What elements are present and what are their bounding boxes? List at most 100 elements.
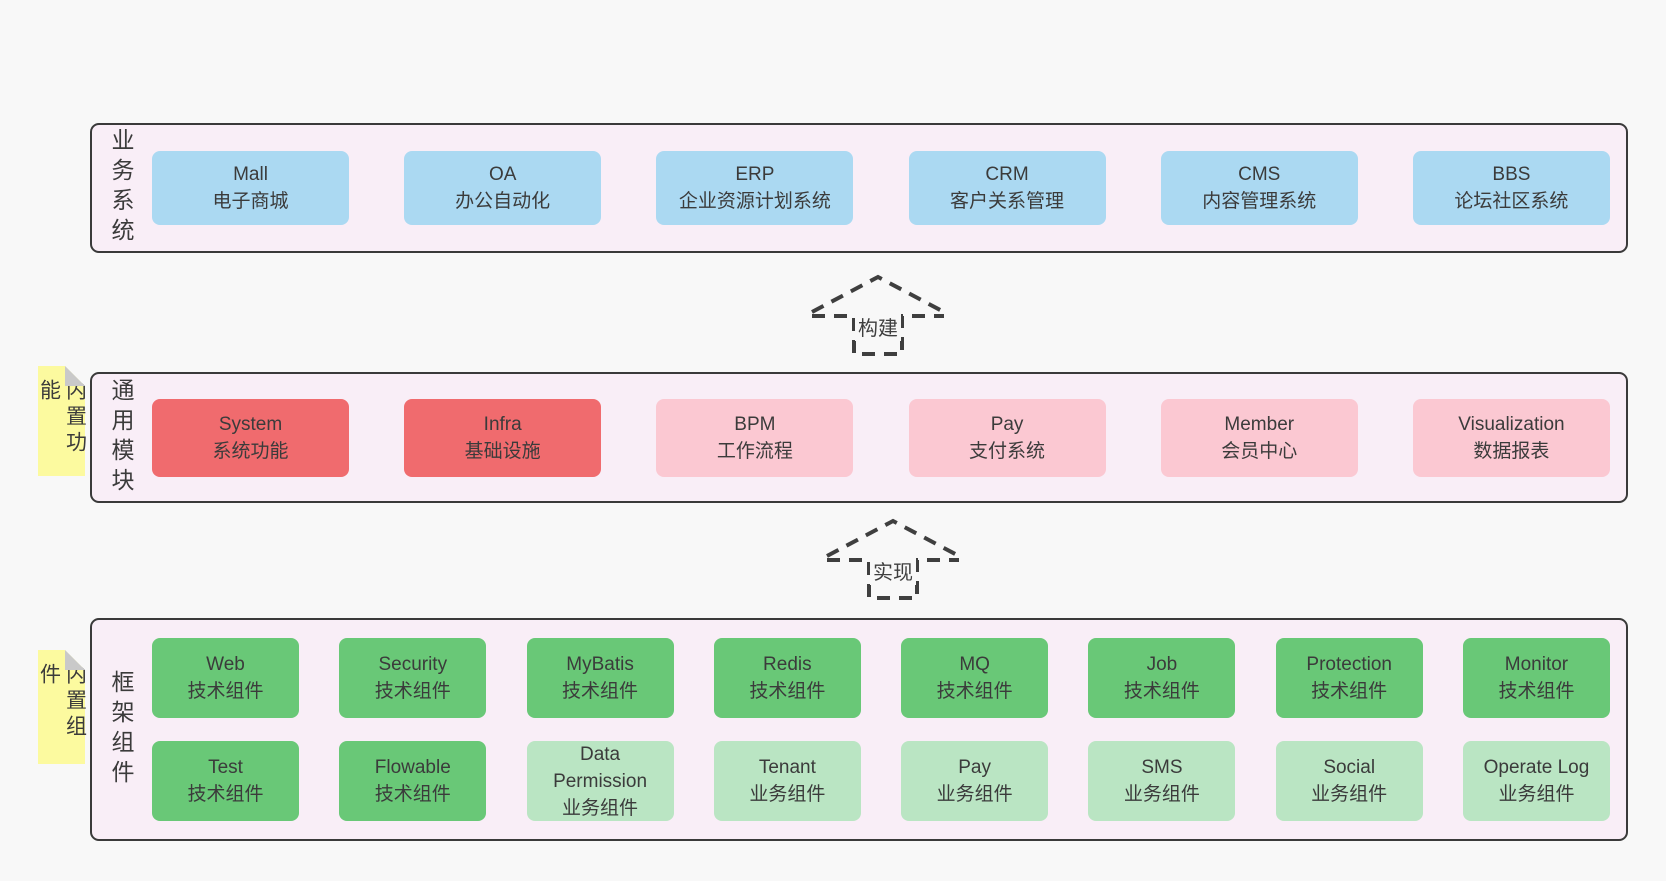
box-desc: 技术组件 [936,681,1013,702]
box-desc: 工作流程 [716,440,793,462]
box-desc: 论坛社区系统 [1454,191,1569,212]
box-security: Security 技术组件 [339,638,487,718]
box-pay: Pay 支付系统 [908,398,1106,477]
folded-corner-icon [65,366,85,386]
box-desc: 系统功能 [212,440,289,462]
box-name: Mall [233,164,268,185]
box-infra: Infra 基础设施 [404,398,602,477]
box-pay: Pay 业务组件 [901,741,1049,821]
box-desc: 数据报表 [1473,440,1550,462]
box-desc: 业务组件 [1311,784,1388,805]
box-name: Redis [763,654,812,675]
box-name: BPM [734,413,776,435]
box-name: OA [488,164,517,185]
build-arrow: 构建 [808,272,948,358]
box-desc: 内容管理系统 [1202,191,1317,212]
box-desc: 业务组件 [1498,784,1575,805]
layer-label: 框架组件 [108,669,134,790]
folded-corner-icon [65,650,85,670]
note-text: 内置功能 [37,379,87,457]
box-name: Flowable [374,757,451,778]
box-sms: SMS 业务组件 [1088,741,1236,821]
box-desc: 技术组件 [1123,681,1200,702]
box-system: System 系统功能 [152,398,349,477]
box-name: Tenant [758,757,816,778]
box-name: Web [206,654,245,675]
box-member: Member 会员中心 [1160,398,1358,477]
box-desc: 技术组件 [562,681,639,702]
layer-label: 业务系统 [108,128,134,248]
note-built-in-components: 内置组件 [37,650,87,764]
box-name: Pay [990,413,1024,435]
layer-rows: System 系统功能 Infra 基础设施 BPM 工作流程 Pay 支付系统 Member 会… [152,398,1610,477]
box-name: Operate Log [1483,757,1590,778]
box-desc: 基础设施 [464,440,541,462]
box-protection: Protection 技术组件 [1275,638,1423,718]
box-desc: 支付系统 [969,440,1046,462]
box-flowable: Flowable 技术组件 [339,741,487,821]
box-name: Test [208,757,243,778]
note-built-in-features: 内置功能 [37,366,87,476]
box-name: Security [378,654,448,675]
box-desc: 业务组件 [1123,784,1200,805]
box-name: ERP [735,164,775,185]
dashed-up-arrow-icon [811,274,945,356]
box-desc: 电子商城 [212,191,289,212]
implement-arrow-label: 实现 [870,556,916,585]
layer-business-systems: 业务系统 Mall 电子商城 OA 办公自动化 ERP 企业资源计划系统 CRM 客户关系管理… [90,123,1628,253]
module-row: System 系统功能 Infra 基础设施 BPM 工作流程 Pay 支付系统 Member 会… [152,398,1610,477]
layer-common-modules: 通用模块 System 系统功能 Infra 基础设施 BPM 工作流程 Pay 支付系统 Me… [90,372,1628,503]
box-social: Social 业务组件 [1275,741,1423,821]
module-row: Mall 电子商城 OA 办公自动化 ERP 企业资源计划系统 CRM 客户关系管理 CMS 内容… [152,151,1610,225]
box-monitor: Monitor 技术组件 [1462,638,1610,718]
box-name: System [218,413,283,435]
box-data-permission: Data Permission 业务组件 [526,741,674,821]
box-desc: 技术组件 [374,681,451,702]
box-name: Infra [483,413,522,435]
box-visualization: Visualization 数据报表 [1412,398,1610,477]
box-desc: 技术组件 [1498,681,1575,702]
box-desc: 客户关系管理 [950,191,1065,212]
box-desc: 办公自动化 [455,191,551,212]
build-arrow-label: 构建 [855,312,901,341]
box-crm: CRM 客户关系管理 [908,151,1106,225]
box-desc: 企业资源计划系统 [678,191,831,212]
box-desc: 会员中心 [1221,440,1298,462]
box-desc: 技术组件 [187,681,264,702]
box-name: CMS [1238,164,1281,185]
box-name: Social [1323,757,1376,778]
box-name: Data Permission [553,743,648,792]
box-name: CRM [985,164,1029,185]
layer-label: 通用模块 [108,377,134,498]
layer-rows: Mall 电子商城 OA 办公自动化 ERP 企业资源计划系统 CRM 客户关系管理 CMS 内容… [152,151,1610,225]
box-name: Monitor [1504,654,1569,675]
box-desc: 技术组件 [1311,681,1388,702]
box-web: Web 技术组件 [152,638,299,718]
box-name: Pay [958,757,991,778]
box-desc: 业务组件 [936,784,1013,805]
box-name: Member [1224,413,1295,435]
box-name: SMS [1141,757,1183,778]
box-name: Protection [1306,654,1392,675]
dashed-up-arrow-icon [826,518,960,600]
note-text: 内置组件 [37,663,87,741]
box-desc: 业务组件 [562,797,639,819]
box-desc: 业务组件 [749,784,826,805]
box-desc: 技术组件 [374,784,451,805]
box-name: Visualization [1458,413,1565,435]
box-mall: Mall 电子商城 [152,151,349,225]
box-cms: CMS 内容管理系统 [1160,151,1358,225]
box-operate-log: Operate Log 业务组件 [1462,741,1610,821]
box-tenant: Tenant 业务组件 [713,741,861,821]
box-erp: ERP 企业资源计划系统 [656,151,854,225]
